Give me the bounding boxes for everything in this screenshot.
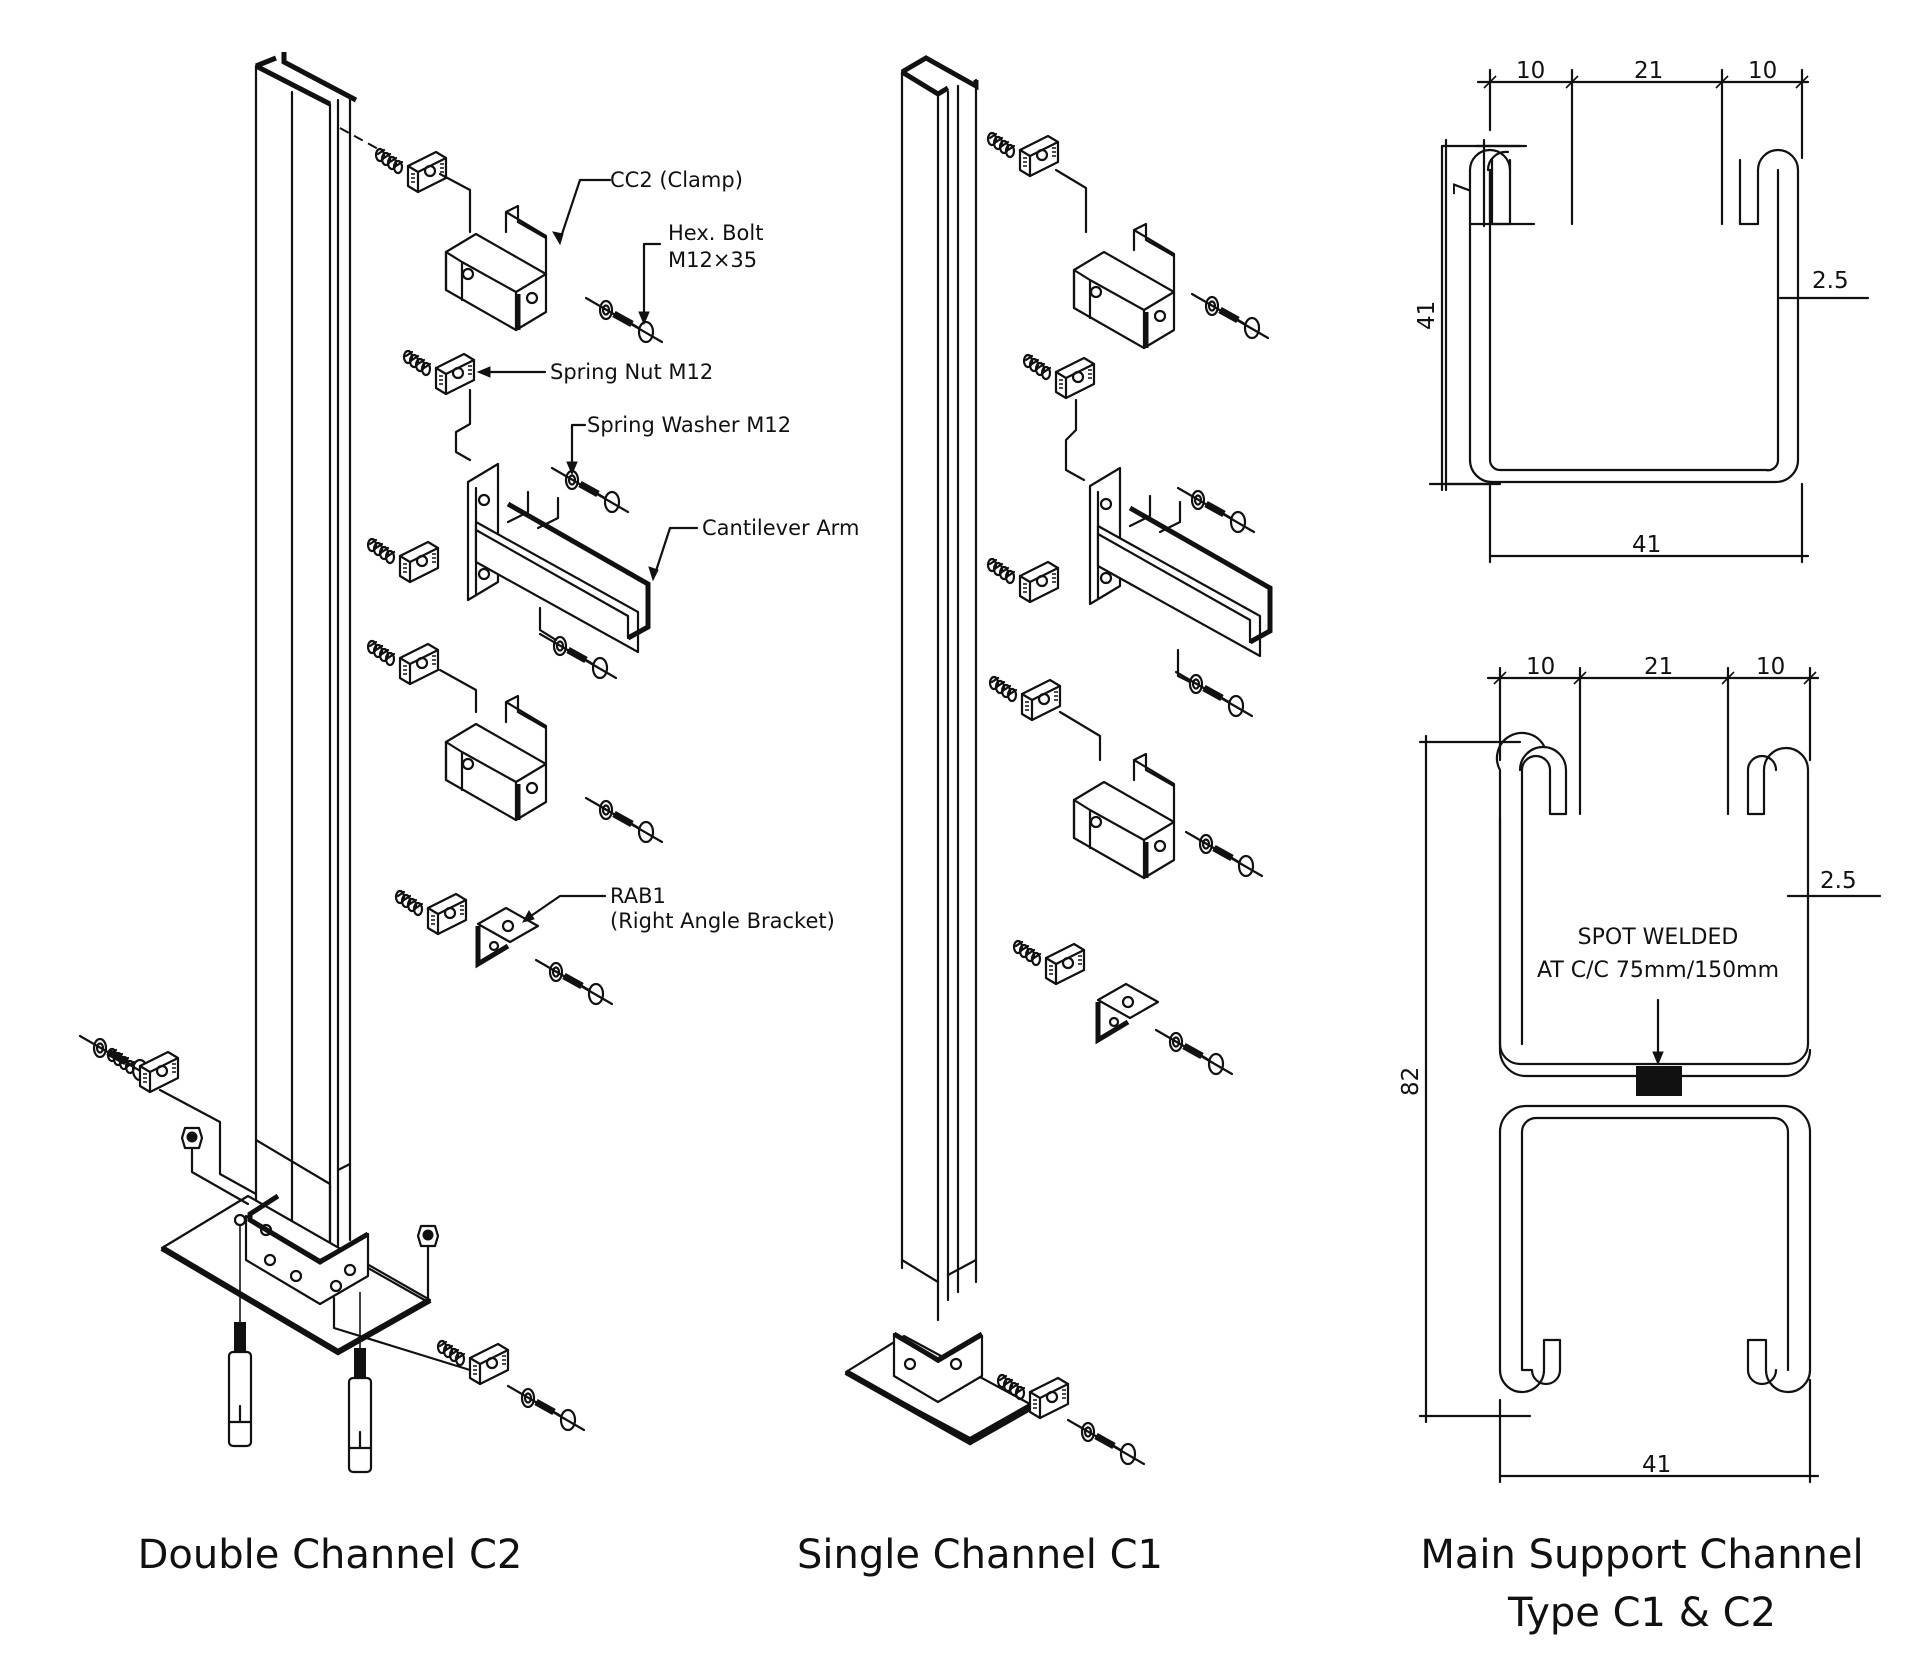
dim-opening: 21 xyxy=(1634,58,1663,84)
dim2-opening: 21 xyxy=(1644,654,1673,680)
caption-main-support-2: Type C1 & C2 xyxy=(1507,1590,1776,1636)
hex-bolt-label-2: M12×35 xyxy=(668,248,757,272)
dim-lip-left: 10 xyxy=(1516,58,1545,84)
hex-bolt-label-1: Hex. Bolt xyxy=(668,221,763,245)
dim-thickness: 2.5 xyxy=(1812,268,1849,294)
dim-lip-right: 10 xyxy=(1748,58,1777,84)
section-double-channel: SPOT WELDED AT C/C 75mm/150mm 10 21 10 8… xyxy=(1398,654,1882,1484)
caption-main-support-1: Main Support Channel xyxy=(1420,1532,1863,1578)
caption-double-channel: Double Channel C2 xyxy=(138,1532,523,1578)
spot-weld-mark xyxy=(1636,1066,1682,1096)
dim2-thickness: 2.5 xyxy=(1820,868,1857,894)
weld-note-2: AT C/C 75mm/150mm xyxy=(1537,958,1779,983)
dim-width: 41 xyxy=(1632,532,1661,558)
spring-washer-label: Spring Washer M12 xyxy=(587,413,791,437)
caption-single-channel: Single Channel C1 xyxy=(797,1532,1163,1578)
rab-label-2: (Right Angle Bracket) xyxy=(610,909,835,933)
dim-height: 41 xyxy=(1414,301,1440,330)
dim2-lip-left: 10 xyxy=(1526,654,1555,680)
section-single-channel: 10 21 10 7 41 2.5 41 xyxy=(1414,58,1870,564)
single-channel-assembly xyxy=(844,55,1270,1464)
dim-lip-height: 7 xyxy=(1450,181,1476,196)
callouts: CC2 (Clamp) Hex. Bolt M12×35 Spring Nut … xyxy=(476,168,859,933)
dim2-lip-right: 10 xyxy=(1756,654,1785,680)
double-channel-assembly xyxy=(80,52,662,1474)
weld-note-1: SPOT WELDED xyxy=(1578,925,1739,950)
spring-nut-label: Spring Nut M12 xyxy=(550,360,713,384)
dim2-height: 82 xyxy=(1398,1067,1424,1096)
clamp-label: CC2 (Clamp) xyxy=(610,168,743,192)
dim2-width: 41 xyxy=(1642,1452,1671,1478)
rab-label-1: RAB1 xyxy=(610,884,666,908)
cantilever-arm-label: Cantilever Arm xyxy=(702,516,859,540)
